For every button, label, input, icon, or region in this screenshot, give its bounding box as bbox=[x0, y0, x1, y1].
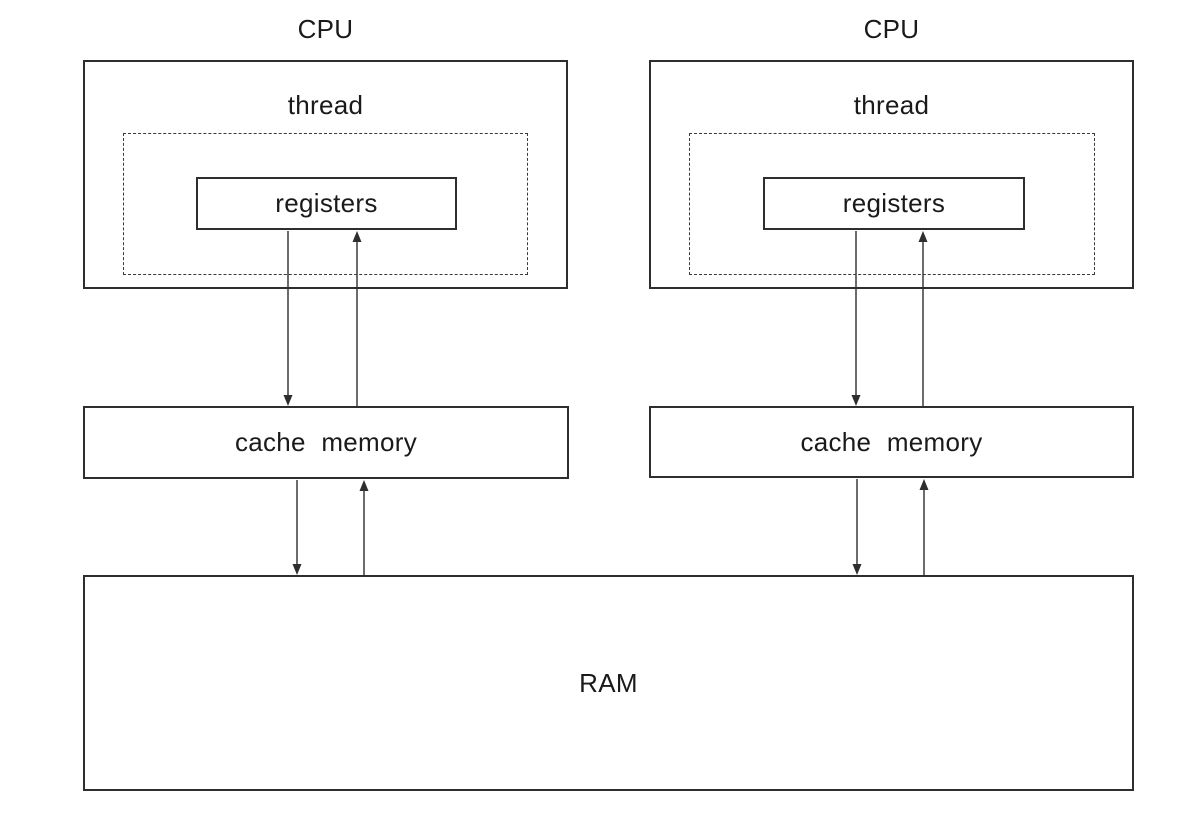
cpu-title-2: CPU bbox=[863, 14, 920, 44]
thread-dashed-box-2 bbox=[689, 133, 1095, 275]
cpu-title-1: CPU bbox=[297, 14, 354, 44]
arrow-cache-to-ram-2 bbox=[852, 479, 862, 575]
ram-box: RAM bbox=[83, 575, 1134, 791]
thread-label-2: thread bbox=[853, 90, 930, 120]
cache-memory-box-1: cache memory bbox=[83, 406, 569, 479]
cache-memory-label-1: cache memory bbox=[234, 427, 418, 457]
cpu-box-1 bbox=[83, 60, 568, 289]
thread-label-1: thread bbox=[287, 90, 364, 120]
cpu-box-2 bbox=[649, 60, 1134, 289]
arrow-ram-to-cache-1 bbox=[359, 480, 369, 575]
thread-dashed-box-1 bbox=[123, 133, 528, 275]
cache-memory-box-2: cache memory bbox=[649, 406, 1134, 478]
arrow-ram-to-cache-2 bbox=[919, 479, 929, 575]
registers-box-1: registers bbox=[196, 177, 457, 230]
cache-memory-label-2: cache memory bbox=[800, 426, 983, 457]
registers-label-1: registers bbox=[275, 188, 378, 218]
arrow-cache-to-ram-1 bbox=[292, 480, 302, 575]
ram-label: RAM bbox=[579, 667, 638, 698]
registers-box-2: registers bbox=[763, 177, 1025, 230]
registers-label-2: registers bbox=[842, 188, 946, 218]
